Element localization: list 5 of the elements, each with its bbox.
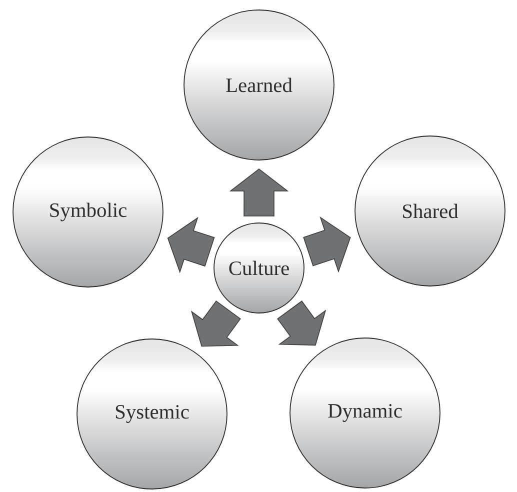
block-arrow xyxy=(190,300,241,347)
block-arrow xyxy=(277,300,326,346)
block-arrow xyxy=(167,216,215,274)
block-arrow xyxy=(303,216,351,273)
block-arrow xyxy=(229,168,289,216)
